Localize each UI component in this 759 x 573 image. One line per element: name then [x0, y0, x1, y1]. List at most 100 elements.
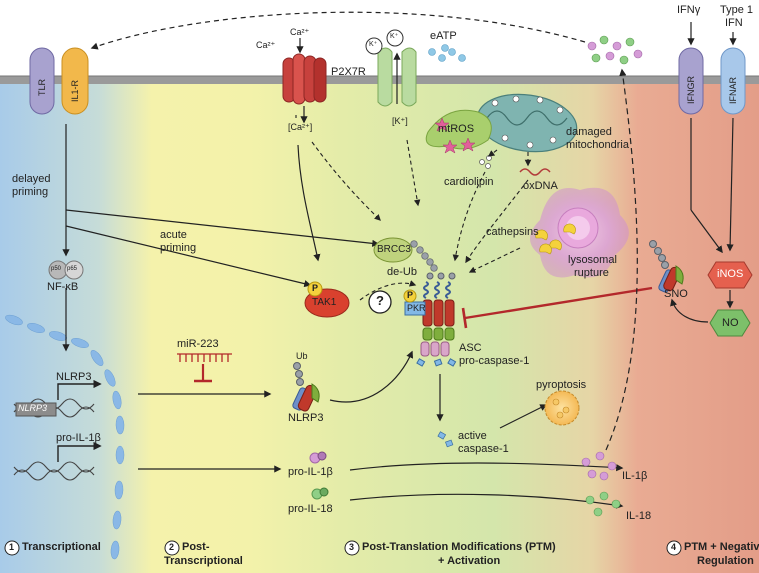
asc-label: ASC	[459, 342, 482, 354]
mtros-label: mtROS	[438, 123, 475, 135]
pyroptosis-cell	[544, 390, 580, 426]
active-caspase-chips	[437, 431, 454, 448]
stage2-label-2: Transcriptional	[164, 555, 243, 567]
stage1-num: 1	[9, 542, 15, 552]
type1-ifn-label-1: Type 1	[720, 4, 754, 16]
stage2-label-1: Post-	[182, 541, 210, 553]
ub-label: Ub	[296, 351, 308, 361]
pro-il1b-shape	[309, 451, 327, 464]
delayed-priming-1: delayed	[12, 173, 51, 185]
oxdna-label: oxDNA	[523, 180, 558, 192]
cytoplasm-background	[0, 80, 759, 573]
k-ion-1-label: K⁺	[369, 41, 378, 48]
il1r-label: IL1-R	[70, 79, 80, 102]
inos-hexagon	[707, 261, 753, 289]
tak1-label: TAK1	[312, 297, 337, 308]
stage4-label-2: Regulation	[697, 555, 754, 567]
lysosome	[530, 187, 629, 278]
eatp-label: eATP	[430, 30, 457, 42]
stage4-num: 4	[671, 542, 677, 552]
mtros-blob	[425, 109, 492, 154]
brcc3-label: BRCC3	[377, 244, 411, 255]
secretion-arc	[605, 68, 638, 451]
k-ion-1	[365, 37, 383, 55]
ca-in-label: [Ca²⁺]	[288, 122, 313, 132]
dna-strand	[5, 314, 125, 560]
inflammasome-complex	[403, 272, 457, 367]
pro-il18-shape	[311, 487, 329, 500]
feedback-arc	[90, 11, 586, 50]
nfkb-dimer	[48, 260, 84, 280]
k-ion-2-label: K⁺	[390, 33, 399, 40]
p65-label: p65	[67, 266, 78, 272]
stage3-label-1: Post-Translation Modifications (PTM)	[362, 541, 556, 553]
no-label: NO	[722, 317, 739, 329]
acute-priming-2: priming	[160, 242, 197, 254]
de-ub-chain	[410, 240, 438, 272]
stage2-num: 2	[169, 542, 175, 552]
il1r-receptor	[61, 47, 89, 115]
mir223-strand	[177, 353, 232, 383]
stage1-label: Transcriptional	[22, 541, 101, 553]
active-caspase-2-label: caspase-1	[458, 443, 509, 455]
pyroptosis-label: pyroptosis	[536, 379, 587, 391]
tak1-phospho	[307, 281, 323, 297]
secreted-cytokines	[587, 35, 643, 65]
brcc3-ellipse	[373, 237, 413, 263]
stage3-num: 3	[349, 542, 355, 552]
ifngr-receptor	[678, 47, 704, 115]
question-circle	[368, 290, 392, 314]
sno-label: SNO	[664, 288, 688, 300]
mature-il18-dots	[585, 491, 621, 517]
mir223-label: miR-223	[177, 338, 219, 350]
damaged-label-1: damaged	[566, 126, 612, 138]
pro-il1b-mrna-label: pro-IL-1β	[56, 432, 101, 444]
tak1-p-label: P	[312, 283, 319, 293]
p2x7r-label: P2X7R	[331, 66, 366, 78]
pro-il1b-label: pro-IL-1β	[288, 466, 333, 478]
pro-il18-label: pro-IL-18	[288, 503, 333, 515]
delayed-priming-2: priming	[12, 186, 49, 198]
lysosomal-label-2: rupture	[574, 267, 609, 279]
lysosomal-label-1: lysosomal	[568, 254, 617, 266]
de-ub-label: de-Ub	[387, 266, 417, 278]
tlr-receptor	[29, 47, 55, 115]
sno-inhibition	[464, 286, 653, 320]
nlrp3-gene-label: NLRP3	[18, 403, 48, 413]
type1-ifn-label-2: IFN	[725, 17, 743, 29]
p2x7r-channel	[377, 47, 417, 107]
damaged-label-2: mitochondria	[566, 139, 629, 151]
ca-out-label-2: Ca²⁺	[290, 27, 310, 37]
pkr-p-label: P	[407, 290, 414, 300]
pro-caspase-label: pro-caspase-1	[459, 355, 530, 367]
il18-label: IL-18	[626, 510, 652, 522]
question-label: ?	[376, 293, 384, 308]
stage-circles	[4, 540, 682, 556]
mature-il1b-dots	[581, 451, 617, 481]
inos-label: iNOS	[717, 268, 744, 280]
sno-nlrp3	[649, 240, 684, 293]
nlrp3-ub-protein	[292, 362, 320, 412]
acute-priming-1: acute	[160, 229, 187, 241]
stage4-label-1: PTM + Negative	[684, 541, 759, 553]
p50-label: p50	[51, 266, 62, 272]
nlrp3-gene-box	[15, 402, 57, 417]
ifng-label: IFNγ	[677, 4, 701, 16]
calcium-channel	[282, 53, 327, 105]
cathepsins-label: cathepsins	[486, 226, 539, 238]
stage3-label-2: + Activation	[438, 555, 501, 567]
k-in-label: [K⁺]	[392, 116, 408, 126]
nfkb-label: NF-κB	[47, 281, 79, 293]
active-caspase-1-label: active	[458, 430, 487, 442]
ca-out-label-1: Ca²⁺	[256, 40, 276, 50]
il1b-gene-helix	[13, 461, 95, 481]
ifngr-label: IFNGR	[686, 76, 696, 104]
tlr-label: TLR	[37, 78, 47, 96]
ifnar-receptor	[720, 47, 746, 115]
cathepsins-shapes	[535, 223, 576, 255]
oxdna-strand	[519, 168, 551, 176]
il1b-label: IL-1β	[622, 470, 648, 482]
ifnar-label: IFNAR	[728, 77, 738, 104]
